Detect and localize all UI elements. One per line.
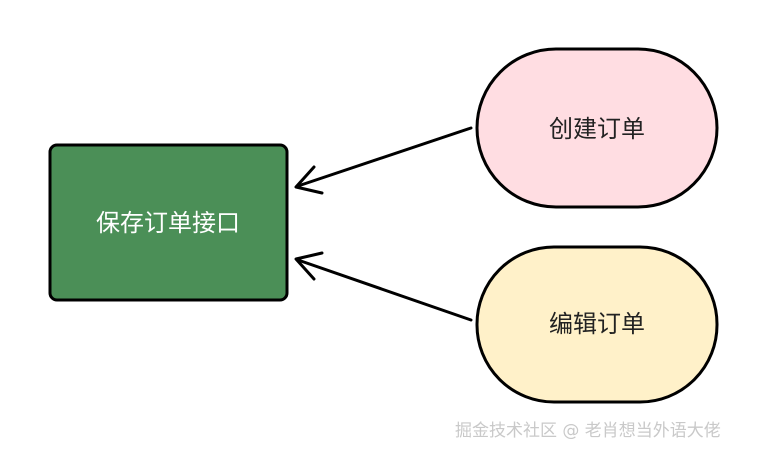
node-edit-order: 编辑订单 [475, 245, 719, 404]
edge-create-to-save [294, 126, 473, 195]
edge-edit-to-save [294, 251, 473, 322]
node-edit-order-shape [475, 245, 719, 404]
node-save-order-api-label: 保存订单接口 [96, 209, 240, 237]
node-create-order-shape [475, 47, 719, 209]
edge-create-to-save-line [296, 126, 473, 188]
node-save-order-api-box [48, 143, 289, 302]
node-save-order-api: 保存订单接口 [48, 143, 289, 302]
edge-create-to-save-arrowhead [294, 165, 324, 195]
watermark-text: 掘金技术社区 @ 老肖想当外语大佬 [455, 421, 721, 441]
edge-edit-to-save-arrowhead [294, 251, 324, 281]
node-create-order-label: 创建订单 [549, 115, 645, 143]
edge-edit-to-save-line [296, 258, 473, 322]
node-create-order: 创建订单 [475, 47, 719, 209]
node-edit-order-label: 编辑订单 [549, 310, 645, 338]
